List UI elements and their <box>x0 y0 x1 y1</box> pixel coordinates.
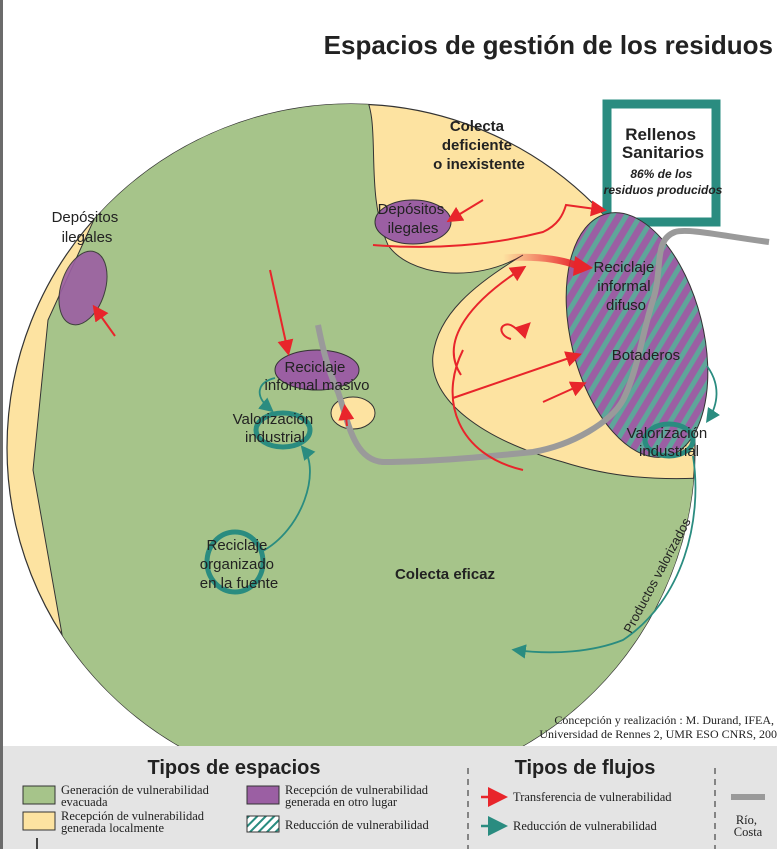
rellenos-label: Rellenos Sanitarios <box>622 125 704 162</box>
legend-espacios-title: Tipos de espacios <box>147 757 320 779</box>
reciclaje-masivo-zone <box>274 349 360 391</box>
legend-reduccion-flujo-label: Reducción de vulnerabilidad <box>513 819 657 833</box>
big-red-arrowhead <box>573 256 593 276</box>
legend-swatch-green <box>22 785 56 805</box>
colecta-eficaz-label: Colecta eficaz <box>395 566 495 583</box>
legend-recepcion-local-label: Recepción de vulnerabilidad generada loc… <box>61 809 207 835</box>
big-red-arrow <box>502 253 580 270</box>
valorizacion-right-label: Valorización industrial <box>627 425 712 460</box>
page-title: Espacios de gestión de los residuos <box>324 30 773 60</box>
reciclaje-organizado-label: Reciclaje organizado en la fuente <box>200 537 278 592</box>
ring-valorizacion-right <box>642 421 696 459</box>
botaderos-label: Botaderos <box>612 347 680 364</box>
green-zone <box>32 104 695 792</box>
credit-text: Concepción y realización : M. Durand, IF… <box>539 713 777 741</box>
reciclaje-difuso-label: Reciclaje informal difuso <box>593 259 658 314</box>
ring-reciclaje-organizado <box>204 529 266 595</box>
transfer-arrows <box>92 199 607 471</box>
rellenos-percent: 86% de los residuos producidos <box>604 167 723 197</box>
legend-transferencia-label: Transferencia de vulnerabilidad <box>513 790 672 804</box>
legend-recepcion-otro-label: Recepción de vulnerabilidad generada en … <box>285 783 431 809</box>
depositos-left-label: Depósitos ilegales <box>52 209 123 246</box>
legend-swatch-purple <box>246 785 280 805</box>
rellenos-box <box>602 99 721 227</box>
legend-panel <box>3 746 777 849</box>
reduction-arrows <box>258 365 720 659</box>
legend-rio-label: Río, Costa <box>734 813 763 839</box>
legend-swatch-yellow <box>22 811 56 831</box>
reciclaje-masivo-label: Reciclaje informal masivo <box>264 359 369 394</box>
ring-valorizacion-left <box>253 410 313 450</box>
legend-generacion-label: Generación de vulnerabilidad evacuada <box>61 783 212 809</box>
legend-swatch-hatch <box>246 815 280 833</box>
legend-reduccion-espacio-label: Reducción de vulnerabilidad <box>285 818 429 832</box>
depositos-center-label: Depósitos ilegales <box>378 201 449 237</box>
legend-flujos-title: Tipos de flujos <box>515 757 656 779</box>
diagram-svg: Espacios de gestión de los residuos Rell… <box>3 30 777 849</box>
valorizacion-left-label: Valorización industrial <box>233 411 318 446</box>
yellow-island <box>330 396 376 430</box>
colecta-deficiente-label: Colecta deficiente o inexistente <box>433 118 525 173</box>
